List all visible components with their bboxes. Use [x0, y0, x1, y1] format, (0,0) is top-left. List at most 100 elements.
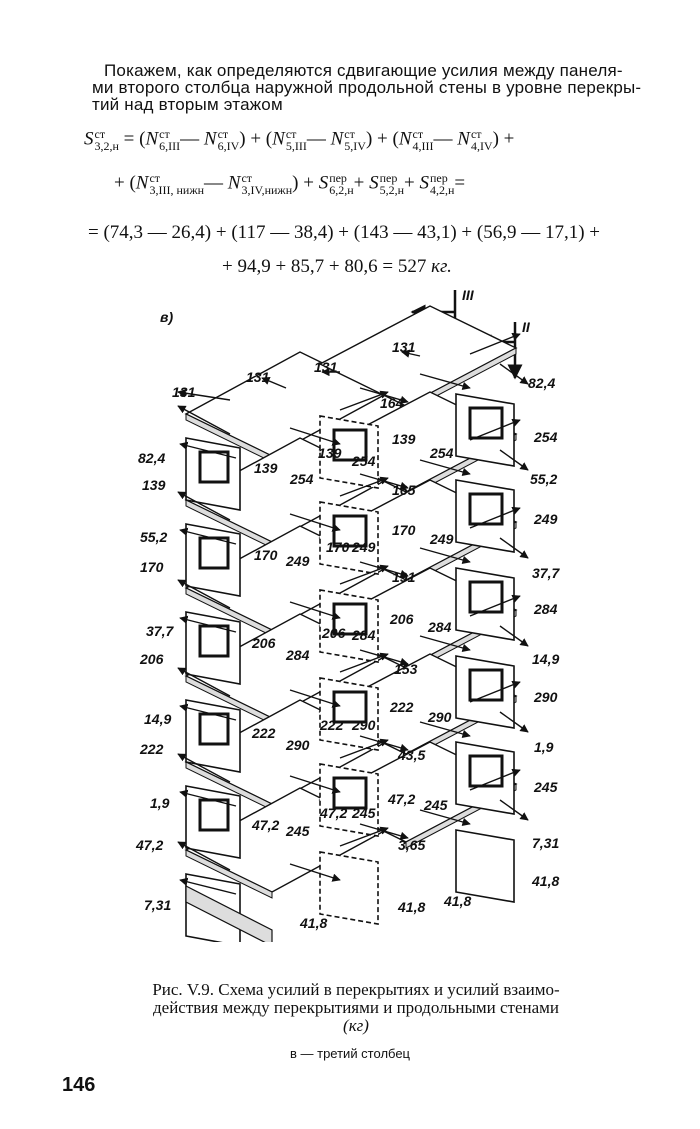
force-label: 131 — [246, 369, 270, 385]
force-arrow — [261, 377, 287, 389]
force-arrow — [339, 652, 389, 673]
force-arrow — [499, 799, 529, 821]
sub: 4,IV — [470, 139, 493, 153]
window-opening — [468, 406, 504, 440]
wall-panel — [319, 851, 379, 925]
section-label: III — [462, 287, 475, 303]
force-label: 290 — [533, 689, 558, 705]
force-label: 3,65 — [398, 837, 425, 853]
force-label: 1,9 — [534, 739, 554, 755]
sup: ст — [159, 127, 170, 141]
caption-line: (кг) — [343, 1016, 369, 1035]
force-label: 14,9 — [532, 651, 559, 667]
floor-slabs-and-walls — [177, 305, 529, 942]
sup: ст — [217, 127, 229, 141]
force-label: 131 — [314, 359, 338, 375]
equation-result: + 94,9 + 85,7 + 80,6 = 527 — [222, 256, 427, 277]
force-arrow — [401, 349, 421, 358]
force-arrow — [499, 625, 529, 647]
sub: 5,2,н — [379, 183, 404, 197]
force-label: 254 — [351, 453, 376, 469]
force-arrow — [419, 635, 471, 653]
force-arrow — [289, 689, 341, 708]
force-label: 47,2 — [319, 805, 347, 821]
force-label: 47,2 — [251, 817, 279, 833]
caption-line: действия между перекрытиями и продольным… — [153, 998, 559, 1017]
force-label: 131 — [172, 384, 196, 400]
sub: 3,IV,нижн — [241, 183, 293, 197]
force-arrow — [339, 476, 389, 497]
force-arrow — [419, 809, 471, 827]
sub: 5,III — [285, 139, 307, 153]
force-label: 249 — [285, 553, 310, 569]
force-label: 249 — [351, 539, 376, 555]
force-arrow — [339, 390, 389, 411]
force-label: 284 — [285, 647, 310, 663]
window-opening — [198, 798, 230, 832]
force-label: 254 — [289, 471, 314, 487]
sup: ст — [149, 171, 161, 185]
force-labels: 131 131 131 131 82,4 164 254 139 254 139… — [135, 339, 560, 931]
window-opening — [332, 776, 368, 810]
equation-line-3: = (74,3 — 26,4) + (117 — 38,4) + (143 — … — [88, 222, 600, 243]
force-arrow — [177, 841, 231, 871]
force-arrow — [177, 388, 231, 401]
sub: 6,2,н — [329, 183, 354, 197]
sup: пер — [429, 171, 448, 185]
force-label: 284 — [427, 619, 452, 635]
ground-slab — [185, 885, 273, 942]
force-label: 41,8 — [397, 899, 425, 915]
force-arrow — [499, 449, 529, 471]
force-arrow — [469, 418, 521, 441]
force-arrow — [289, 775, 341, 794]
force-arrow — [179, 615, 237, 633]
force-label: 82,4 — [138, 450, 165, 466]
force-label: 290 — [351, 717, 376, 733]
window-opening — [198, 624, 230, 658]
force-arrow — [469, 680, 521, 703]
force-label: 164 — [380, 395, 404, 411]
force-label: 222 — [139, 741, 164, 757]
intro-paragraph: Покажем, как определяются сдвигающие уси… — [92, 62, 652, 113]
section-label: II — [522, 319, 531, 335]
force-label: 249 — [429, 531, 454, 547]
force-label: 82,4 — [528, 375, 555, 391]
force-label: 206 — [321, 625, 346, 641]
force-label: 170 — [392, 522, 416, 538]
sup: пер — [379, 171, 398, 185]
sub: 4,2,н — [429, 183, 455, 197]
force-arrow — [469, 768, 521, 791]
force-label: 206 — [389, 611, 414, 627]
panel-force-diagram: в) III II 131 131 131 131 82,4 164 254 1… — [135, 287, 560, 942]
force-label: 245 — [533, 779, 558, 795]
panel-label: в) — [160, 309, 173, 325]
force-arrow — [179, 527, 237, 545]
force-label: 222 — [251, 725, 276, 741]
window-opening — [332, 690, 368, 724]
force-arrow — [339, 826, 389, 847]
force-label: 254 — [533, 429, 558, 445]
window-opening — [468, 580, 504, 614]
force-label: 139 — [392, 431, 416, 447]
force-label: 290 — [427, 709, 452, 725]
sup: ст — [241, 171, 253, 185]
window-opening — [198, 450, 230, 484]
force-label: 47,2 — [387, 791, 415, 807]
force-arrow — [339, 738, 389, 759]
figure-subcaption: в — третий столбец — [289, 1046, 410, 1061]
force-label: 139 — [142, 477, 166, 493]
force-label: 41,8 — [443, 893, 471, 909]
force-label: 7,31 — [532, 835, 559, 851]
force-arrow — [179, 441, 237, 459]
force-arrow — [499, 711, 529, 733]
equation-line-4: + 94,9 + 85,7 + 80,6 = 527 кг. — [222, 256, 452, 278]
force-arrow — [179, 703, 237, 721]
force-arrow — [179, 877, 237, 895]
force-label: 170 — [140, 559, 164, 575]
force-label: 170 — [326, 539, 350, 555]
paragraph-line: тий над вторым этажом — [92, 95, 283, 114]
equation-unit: кг. — [431, 256, 452, 277]
force-label: 139 — [254, 460, 278, 476]
force-arrow — [289, 863, 341, 882]
force-label: 153 — [394, 661, 418, 677]
